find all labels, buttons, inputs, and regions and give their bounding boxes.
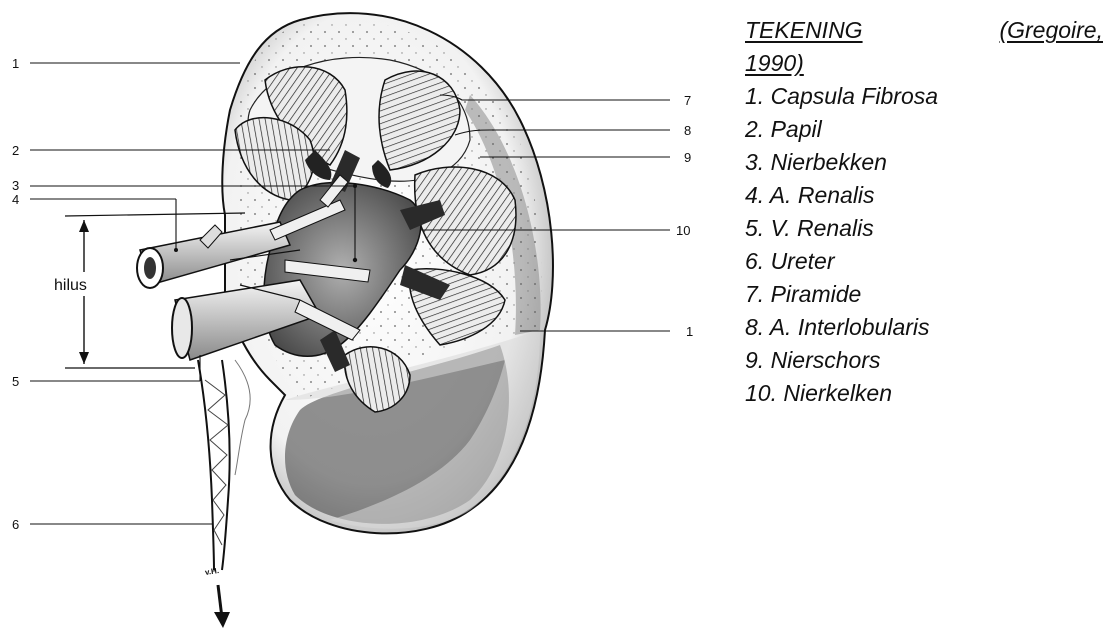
legend-title-source: (Gregoire,: [999, 14, 1103, 47]
hilus-label: hilus: [54, 277, 87, 294]
callout-number: 9: [684, 150, 691, 165]
callout-number: 5: [12, 374, 19, 389]
legend-item: 1. Capsula Fibrosa: [745, 80, 1105, 113]
artist-initials: v.H.: [204, 566, 219, 577]
legend-item: 7. Piramide: [745, 278, 1105, 311]
callout-number: 1: [686, 324, 693, 339]
callout-number: 1: [12, 56, 19, 71]
legend-item: 8. A. Interlobularis: [745, 311, 1105, 344]
legend-item: 10. Nierkelken: [745, 377, 1105, 410]
leader-dot: [174, 248, 178, 252]
kidney-diagram: v.H. hilus 1 2 3 4 5 6: [0, 0, 730, 630]
callout-number: 10: [676, 223, 690, 238]
legend: TEKENING (Gregoire, 1990) 1. Capsula Fib…: [745, 14, 1105, 410]
legend-title-main: TEKENING: [745, 14, 863, 47]
legend-item: 3. Nierbekken: [745, 146, 1105, 179]
leader-dot: [353, 258, 357, 262]
legend-title-year: 1990): [745, 47, 1105, 80]
callout-number: 4: [12, 192, 19, 207]
callout-number: 6: [12, 517, 19, 532]
legend-item: 2. Papil: [745, 113, 1105, 146]
ureter: [198, 360, 250, 570]
legend-title: TEKENING (Gregoire,: [745, 14, 1103, 47]
legend-item: 6. Ureter: [745, 245, 1105, 278]
legend-item: 5. V. Renalis: [745, 212, 1105, 245]
callout-number: 7: [684, 93, 691, 108]
legend-item: 9. Nierschors: [745, 344, 1105, 377]
leader-dot: [353, 184, 357, 188]
legend-list: 1. Capsula Fibrosa 2. Papil 3. Nierbekke…: [745, 80, 1105, 410]
down-arrow-icon: [214, 585, 230, 628]
callout-number: 2: [12, 143, 19, 158]
callout-number: 3: [12, 178, 19, 193]
legend-item: 4. A. Renalis: [745, 179, 1105, 212]
callout-number: 8: [684, 123, 691, 138]
